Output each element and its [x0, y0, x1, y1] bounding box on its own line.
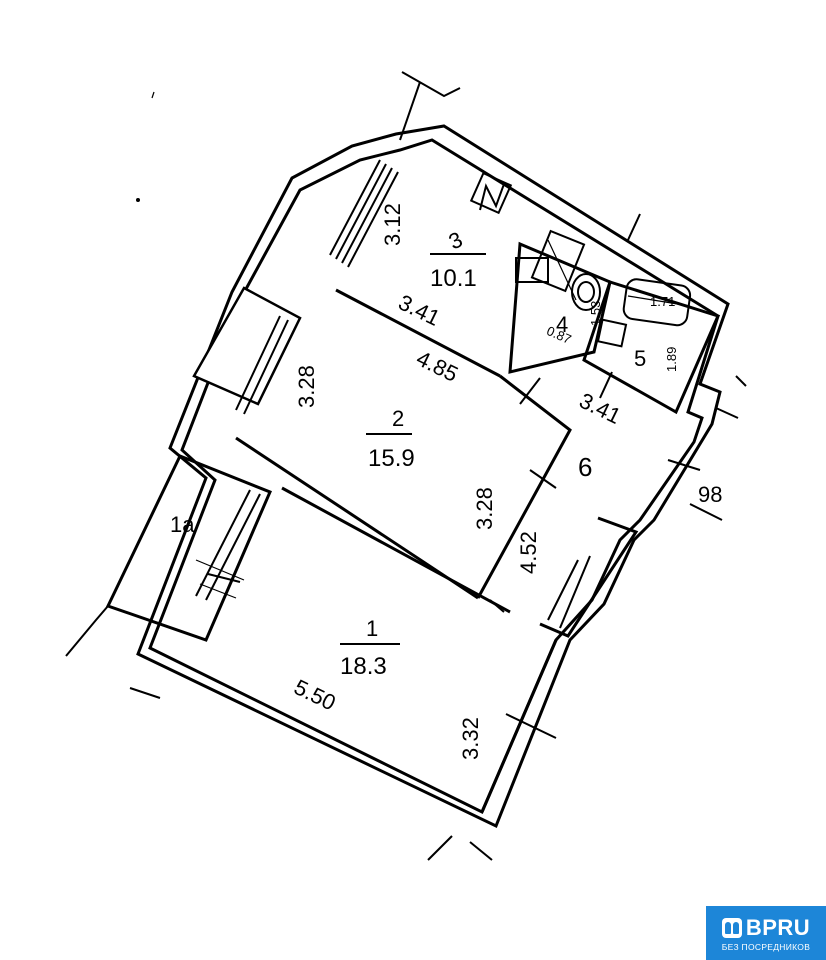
dim-room3-width: 3.12: [380, 203, 405, 246]
top-stub: [399, 71, 461, 141]
room-1a-number: 1a: [170, 512, 195, 537]
dim-hall-length: 4.52: [516, 531, 541, 574]
room-5-number: 5: [634, 346, 646, 371]
dim-bath-width: 1.89: [664, 347, 679, 372]
room-2-number: 2: [392, 406, 404, 431]
balcony-room2: [192, 286, 302, 415]
room-1-area: 18.3: [340, 653, 387, 680]
dim-wc-length: 0.87: [544, 323, 573, 347]
people-icon: [721, 917, 742, 938]
dimension-ticks: [129, 213, 747, 861]
room-2-area: 15.9: [368, 445, 415, 472]
dim-room2-width-left: 3.28: [294, 365, 319, 408]
room-6-number: 6: [578, 452, 592, 482]
dim-bath-length: 1.71: [650, 294, 675, 309]
bpru-logo: BPRU БЕЗ ПОСРЕДНИКОВ: [706, 906, 826, 960]
dim-edge: 98: [698, 482, 722, 507]
logo-tagline: БЕЗ ПОСРЕДНИКОВ: [721, 941, 811, 952]
scan-specks: [136, 91, 155, 202]
logo-brand: BPRU: [745, 914, 811, 940]
interior-walls: [235, 171, 721, 813]
window-room3: [329, 159, 399, 268]
dim-room1-length: 5.50: [290, 674, 339, 715]
dim-room2-width-right: 3.28: [472, 487, 497, 530]
dim-room1-width: 3.32: [458, 717, 483, 760]
dim-wc-width: 1.53: [588, 301, 603, 326]
room-3-number: 3: [445, 227, 466, 255]
room-labels: 3 10.1 2 15.9 1 18.3 1a 4 5 6: [170, 227, 646, 680]
room-1a-outline: [65, 454, 272, 657]
room-1-number: 1: [366, 616, 378, 641]
room-4-number: 4: [556, 312, 568, 337]
room-3-area: 10.1: [430, 265, 477, 292]
dim-hall-width: 3.41: [575, 388, 624, 429]
